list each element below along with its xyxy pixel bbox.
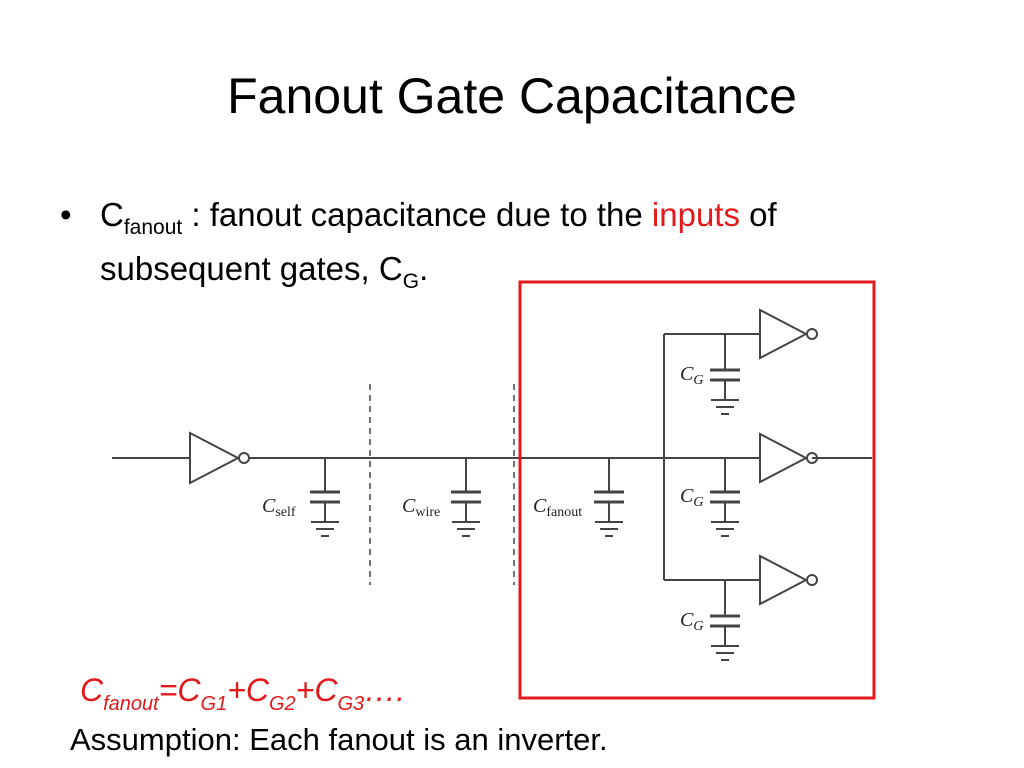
- c-self-capacitor-icon: [310, 458, 340, 537]
- cg3-label: CG: [680, 609, 703, 634]
- c-fanout-label: Cfanout: [533, 495, 582, 520]
- cg1-label: CG: [680, 363, 703, 388]
- eq-fanout-sub: fanout: [103, 693, 159, 715]
- fanout-inverter-2-icon: [759, 432, 809, 484]
- cg2-capacitor-icon: [710, 458, 740, 537]
- bullet-line2-text: subsequent gates, C: [100, 250, 403, 287]
- bullet-line-1: • Cfanout : fanout capacitance due to the…: [60, 192, 777, 251]
- bullet-text-before: : fanout capacitance due to the: [182, 196, 652, 233]
- fanout-inverter-1-icon: [759, 308, 809, 360]
- eq-g3-sub: G3: [337, 693, 365, 715]
- c-wire-capacitor-icon: [451, 458, 481, 537]
- cg-subscript: G: [402, 270, 420, 293]
- bullet-line2-period: .: [419, 250, 429, 287]
- cg3-capacitor-icon: [710, 580, 740, 661]
- bullet-highlight-inputs: inputs: [651, 196, 740, 233]
- c-wire-label: Cwire: [402, 495, 440, 520]
- slide-title: Fanout Gate Capacitance: [227, 68, 797, 124]
- fanout-inverter-3-icon: [759, 554, 809, 606]
- bullet-text-after: of: [739, 196, 777, 233]
- cg2-label: CG: [680, 485, 703, 510]
- driver-inverter-bubble: [238, 452, 250, 464]
- c-fanout-subscript: fanout: [123, 216, 183, 239]
- fanout-inverter-1-bubble: [806, 328, 818, 340]
- bullet-dot: •: [60, 196, 72, 233]
- assumption-text: Assumption: Each fanout is an inverter.: [70, 722, 608, 757]
- fanout-equation: Cfanout=CG1+CG2+CG3….: [80, 672, 406, 715]
- c-self-label: Cself: [262, 495, 296, 520]
- driver-inverter-icon: [189, 431, 241, 485]
- cg1-capacitor-icon: [710, 334, 740, 415]
- bullet-line-2: subsequent gates, CG.: [100, 246, 428, 305]
- fanout-highlight-box: [518, 280, 876, 700]
- eq-g1-sub: G1: [200, 693, 228, 715]
- fanout-inverter-3-bubble: [806, 574, 818, 586]
- c-fanout-capacitor-icon: [594, 458, 624, 537]
- c-letter: C: [100, 196, 124, 233]
- eq-g2-sub: G2: [269, 693, 296, 715]
- fanout-inverter-2-bubble: [806, 452, 818, 464]
